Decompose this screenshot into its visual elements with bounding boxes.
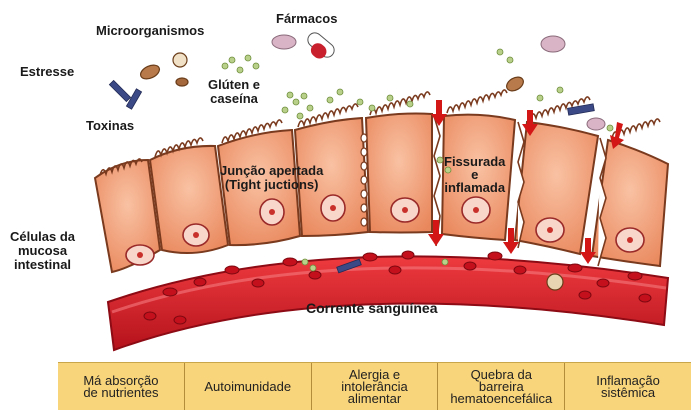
label-estresse: Estresse (20, 65, 74, 79)
footer-cell-ma-absorcao: Má absorção de nutrientes (58, 363, 184, 410)
label-gluten-caseina: Glúten e caseína (208, 78, 260, 106)
intestinal-cells (95, 114, 668, 273)
footer-label: Autoimunidade (204, 381, 291, 393)
footer-cell-quebra-barreira: Quebra da barreira hematoencefálica (437, 363, 564, 410)
label-corrente-sanguinea: Corrente sanguínea (306, 301, 437, 315)
label-celulas-mucosa: Células da mucosa intestinal (10, 230, 75, 272)
footer-label: Má absorção de nutrientes (83, 375, 158, 399)
label-farmacos: Fármacos (276, 12, 337, 26)
label-toxinas: Toxinas (86, 119, 134, 133)
label-juncao-apertada: Junção apertada (Tight juctions) (220, 164, 323, 192)
footer-label: Quebra da barreira hematoencefálica (450, 369, 552, 405)
footer-cell-alergia: Alergia e intolerância alimentar (311, 363, 438, 410)
footer-label: Inflamação sistêmica (596, 375, 660, 399)
footer-label: Alergia e intolerância alimentar (341, 369, 408, 405)
consequences-footer: Má absorção de nutrientes Autoimunidade … (58, 362, 691, 410)
footer-cell-autoimunidade: Autoimunidade (184, 363, 311, 410)
capsule-icon (305, 30, 337, 61)
label-microorganismos: Microorganismos (96, 24, 204, 38)
label-fissurada-inflamada: Fissurada e inflamada (444, 155, 505, 194)
footer-cell-inflamacao: Inflamação sistêmica (564, 363, 691, 410)
